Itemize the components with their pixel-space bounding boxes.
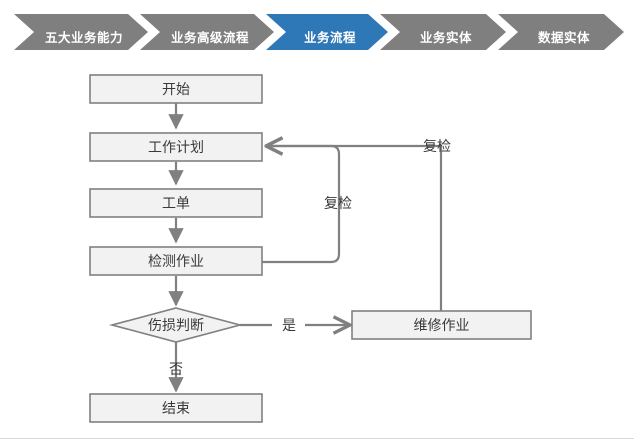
node-label-start: 开始: [162, 81, 190, 97]
breadcrumb-label-2: 业务高级流程: [170, 31, 249, 45]
node-label-order: 工单: [162, 195, 190, 211]
node-start[interactable]: [89, 74, 263, 104]
node-repair[interactable]: [351, 310, 532, 340]
breadcrumb-chevron-3[interactable]: [266, 14, 388, 50]
breadcrumb-chevron-4[interactable]: [380, 14, 506, 50]
node-decision[interactable]: [108, 307, 244, 343]
breadcrumb-chevron-2[interactable]: [140, 14, 274, 50]
breadcrumb-chevron-1[interactable]: [14, 14, 148, 50]
edge-label-no: 否: [169, 361, 183, 377]
node-order[interactable]: [89, 188, 263, 218]
node-label-decision: 伤损判断: [148, 317, 204, 333]
breadcrumb-label-5: 数据实体: [537, 31, 590, 45]
node-label-inspect: 检测作业: [148, 253, 204, 269]
breadcrumb: 五大业务能力 业务高级流程 业务流程 业务实体 数据实体: [0, 14, 634, 50]
breadcrumb-shapes: [14, 14, 624, 50]
node-label-plan: 工作计划: [148, 139, 204, 155]
node-plan[interactable]: [89, 132, 263, 162]
connector-recheck-outer: [266, 146, 443, 311]
edge-label-yes: 是: [282, 317, 296, 333]
breadcrumb-chevron-5[interactable]: [498, 14, 624, 50]
node-inspect[interactable]: [89, 246, 263, 276]
breadcrumb-label-3: 业务流程: [303, 31, 356, 45]
edge-label-recheck-inner: 复检: [324, 195, 352, 211]
node-label-repair: 维修作业: [413, 317, 470, 333]
node-end[interactable]: [89, 393, 263, 423]
breadcrumb-label-4: 业务实体: [419, 31, 472, 45]
edge-label-recheck-outer: 复检: [423, 138, 451, 154]
node-label-end: 结束: [162, 400, 190, 416]
breadcrumb-label-1: 五大业务能力: [44, 31, 123, 45]
